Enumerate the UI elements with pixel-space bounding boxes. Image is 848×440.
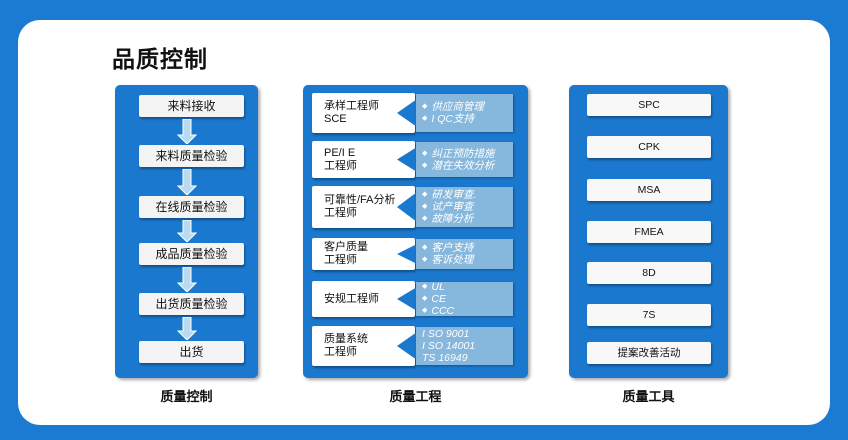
engineer-role-label: 可靠性/FA分析工程师 <box>312 194 396 220</box>
diamond-bullet-icon: ◆ <box>422 103 428 110</box>
responsibility-text: 故障分析 <box>431 213 474 225</box>
quality-tool-item: 8D <box>587 262 711 284</box>
flow-step: 出货质量检验 <box>139 293 244 315</box>
engineer-role-label-line: 可靠性/FA分析 <box>324 194 396 206</box>
engineer-role-label-line: 工程师 <box>324 159 357 172</box>
diamond-bullet-icon: ◆ <box>422 203 428 210</box>
responsibility-item: ◆纠正预防措施 <box>422 148 513 160</box>
responsibility-text: 潜在失效分析 <box>431 159 495 172</box>
responsibility-item: ◆客诉处理 <box>422 254 513 266</box>
responsibility-item: ◆试产审查 <box>422 201 513 213</box>
diamond-bullet-icon: ◆ <box>422 191 428 198</box>
responsibility-text: UL <box>431 281 445 293</box>
responsibility-item: ◆客户支持 <box>422 242 513 254</box>
engineer-role-box: 客户质量工程师 <box>312 238 415 270</box>
diamond-bullet-icon: ◆ <box>422 161 428 169</box>
engineer-role-label-line: 承样工程师 <box>324 100 379 112</box>
engineer-responsibilities: ◆研发审查.◆试产审查◆故障分析 <box>416 187 513 227</box>
page-title: 品质控制 <box>112 46 208 72</box>
responsibility-text: CCC <box>431 305 455 317</box>
engineer-role-label: 质量系统工程师 <box>312 333 368 359</box>
engineer-role-label: 客户质量工程师 <box>312 241 368 267</box>
quality-tool-item: MSA <box>587 179 711 201</box>
quality-control-caption: 质量控制 <box>160 389 213 404</box>
diamond-bullet-icon: ◆ <box>422 149 428 157</box>
engineer-responsibilities: ◆客户支持◆客诉处理 <box>416 239 513 269</box>
engineer-responsibilities: ◆纠正预防措施◆潜在失效分析 <box>416 142 513 177</box>
flow-step: 成品质量检验 <box>139 243 244 265</box>
diamond-bullet-icon: ◆ <box>422 307 428 314</box>
responsibility-item: ◆供应商管理 <box>422 101 513 113</box>
engineer-responsibilities: ◆UL◆CE◆CCC <box>416 281 513 317</box>
engineer-responsibilities: ◆供应商管理◆I QC支持 <box>416 94 513 132</box>
responsibility-text: 研发审查. <box>431 189 477 201</box>
responsibility-text: 纠正预防措施 <box>431 147 495 160</box>
quality-tool-item: 7S <box>587 304 711 326</box>
quality-engineering-caption: 质量工程 <box>389 389 442 404</box>
responsibility-item: ◆CE <box>422 293 513 305</box>
responsibility-text: 试产审查 <box>431 201 474 213</box>
responsibility-text: TS 16949 <box>422 352 468 364</box>
responsibility-text: I QC支持 <box>431 113 474 125</box>
engineer-role-label-line: 工程师 <box>324 254 357 266</box>
responsibility-item: ◆CCC <box>422 305 513 317</box>
responsibility-item: ◆潜在失效分析 <box>422 160 513 172</box>
responsibility-item: I SO 14001 <box>422 340 513 352</box>
engineer-role-label-line: 客户质量 <box>324 241 368 253</box>
responsibility-text: I SO 9001 <box>422 328 470 340</box>
down-arrow-icon <box>176 266 198 293</box>
responsibility-text: CE <box>431 293 446 305</box>
flow-step: 出货 <box>139 341 244 363</box>
diamond-bullet-icon: ◆ <box>422 215 428 222</box>
responsibility-text: 供应商管理 <box>431 101 484 113</box>
engineer-role-label-line: 安规工程师 <box>324 292 379 305</box>
responsibility-text: 客诉处理 <box>431 254 474 266</box>
responsibility-item: ◆研发审查. <box>422 189 513 201</box>
engineer-role-label: 安规工程师 <box>312 293 379 306</box>
diamond-bullet-icon: ◆ <box>422 295 428 302</box>
flow-step: 在线质量检验 <box>139 196 244 218</box>
diamond-bullet-icon: ◆ <box>422 283 428 290</box>
engineer-role-label-line: 工程师 <box>324 207 357 219</box>
responsibility-text: 客户支持 <box>431 242 474 254</box>
diamond-bullet-icon: ◆ <box>422 115 428 122</box>
responsibility-item: ◆故障分析 <box>422 213 513 225</box>
down-arrow-icon <box>176 219 198 243</box>
responsibility-text: I SO 14001 <box>422 340 476 352</box>
flow-step: 来料质量检验 <box>139 145 244 167</box>
quality-tool-item: FMEA <box>587 221 711 243</box>
responsibility-item: ◆I QC支持 <box>422 113 513 125</box>
flow-step: 来料接收 <box>139 95 244 117</box>
diamond-bullet-icon: ◆ <box>422 256 428 263</box>
engineer-role-label-line: 质量系统 <box>324 333 368 345</box>
responsibility-item: TS 16949 <box>422 352 513 364</box>
engineer-role-label-line: SCE <box>324 113 347 125</box>
down-arrow-icon <box>176 168 198 196</box>
down-arrow-icon <box>176 316 198 341</box>
engineer-role-label-line: PE/I E <box>324 146 356 159</box>
quality-tool-item: CPK <box>587 136 711 158</box>
diamond-bullet-icon: ◆ <box>422 244 428 251</box>
responsibility-item: ◆UL <box>422 281 513 293</box>
quality-tools-caption: 质量工具 <box>622 389 675 404</box>
down-arrow-icon <box>176 118 198 145</box>
responsibility-item: I SO 9001 <box>422 328 513 340</box>
quality-tool-item: 提案改善活动 <box>587 342 711 364</box>
quality-tool-item: SPC <box>587 94 711 116</box>
engineer-role-label-line: 工程师 <box>324 346 357 358</box>
